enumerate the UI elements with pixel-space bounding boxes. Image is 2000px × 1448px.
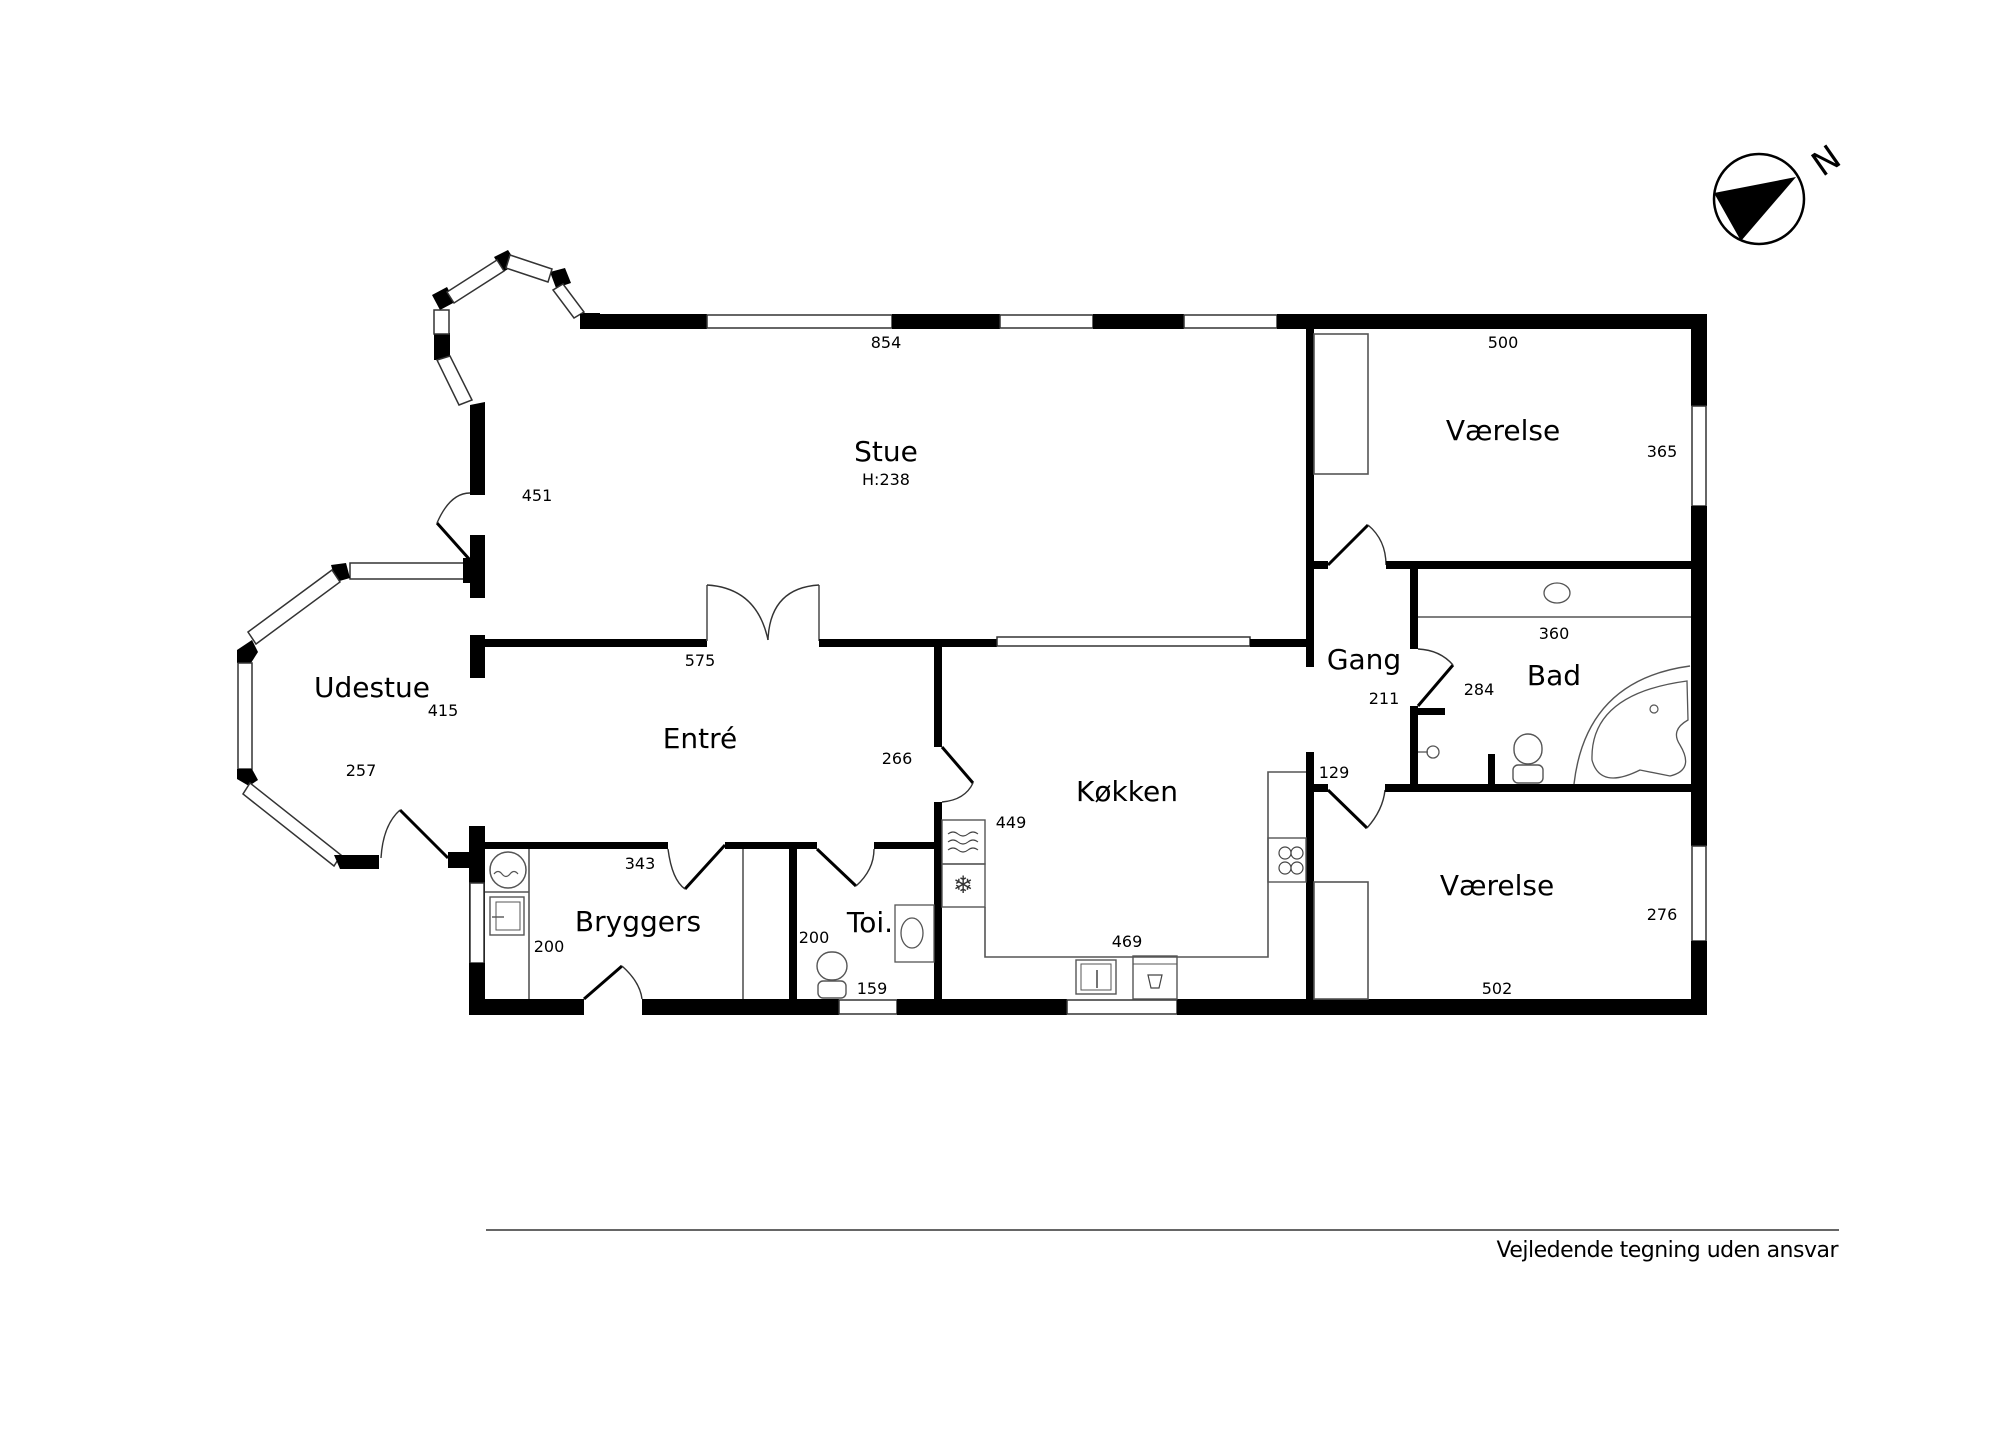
room-label-bryggers: Bryggers [575,905,701,938]
shower-icon [1418,745,1440,759]
dim-udestue-2: 257 [346,761,377,780]
dim-bryggers-width: 343 [625,854,656,873]
dim-entre-depth: 266 [882,749,913,768]
dim-bad-depth: 284 [1464,680,1495,699]
room-label-vaerelse-2: Værelse [1440,869,1554,902]
bathtub-icon [1573,665,1691,785]
dim-toilet-depth: 200 [799,928,830,947]
room-label-entre: Entré [663,722,738,755]
dishwasher-icon [1132,955,1178,1000]
washing-machine-icon [489,851,527,889]
dim-vaerelse-2-width: 502 [1482,979,1513,998]
dim-kokken-depth: 449 [996,813,1027,832]
dim-gang-2: 129 [1319,763,1350,782]
room-height-stue: H:238 [862,470,910,489]
footer-divider [486,1229,1839,1231]
utility-sink-icon [489,896,525,936]
dim-stue-depth: 451 [522,486,553,505]
dim-vaerelse-2-depth: 276 [1647,905,1678,924]
dim-entre-width: 575 [685,651,716,670]
dim-kokken-width: 469 [1112,932,1143,951]
bay-udestue [237,563,474,869]
room-label-toilet: Toi. [846,906,893,939]
kitchen-sink-icon [1075,959,1117,995]
room-label-stue: Stue [854,435,918,468]
stove-icon [1267,837,1307,883]
washbasin-icon [894,904,935,963]
dim-stue-width: 854 [871,333,902,352]
north-arrow-icon: N [1712,138,1849,246]
room-label-vaerelse-1: Værelse [1446,414,1560,447]
dim-udestue-1: 415 [428,701,459,720]
dim-vaerelse-1-width: 500 [1488,333,1519,352]
bay-window-top [432,250,600,495]
dim-bryggers-depth: 200 [534,937,565,956]
dim-gang-1: 211 [1369,689,1400,708]
svg-text:❄: ❄ [953,872,973,899]
bad-toilet-icon [1512,733,1544,784]
dim-toilet-width: 159 [857,979,888,998]
freezer-icon: ❄ [941,863,986,908]
toilet-icon [816,951,848,999]
bad-washbasin-icon [1543,582,1571,604]
dim-bad-width: 360 [1539,624,1570,643]
footer-disclaimer: Vejledende tegning uden ansvar [1496,1238,1839,1263]
dim-vaerelse-1-depth: 365 [1647,442,1678,461]
room-label-gang: Gang [1327,643,1401,676]
room-label-kokken: Køkken [1076,775,1178,808]
room-label-udestue: Udestue [314,671,430,704]
oven-icon [941,819,986,865]
compass-north-label: N [1805,138,1849,185]
room-label-bad: Bad [1527,659,1581,692]
